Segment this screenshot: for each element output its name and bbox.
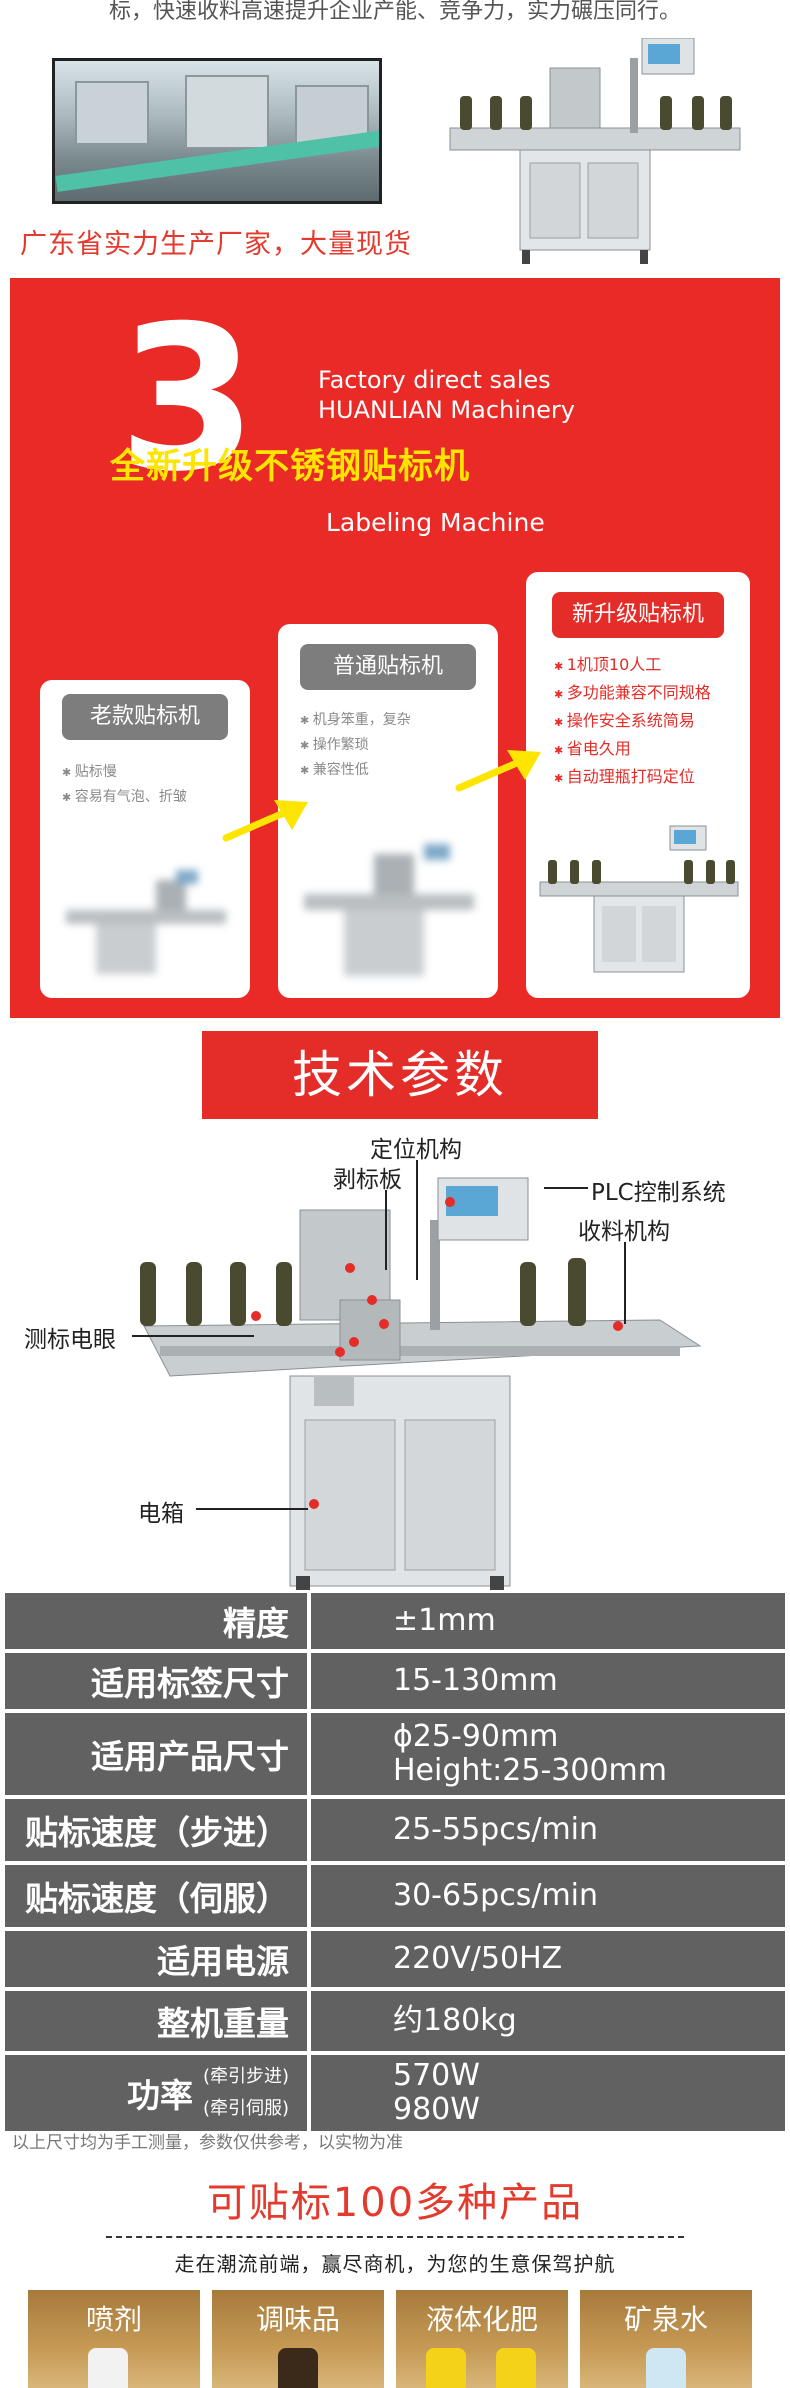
product-mineral-water: 矿泉水	[580, 2290, 752, 2388]
spec-row-label-size: 适用标签尺寸 15-130mm	[5, 1653, 785, 1709]
spec-key: 精度	[223, 1604, 289, 1643]
feature-list: 贴标慢 容易有气泡、折皱	[62, 760, 187, 810]
intro-text: 标，快速收料高速提升企业产能、竞争力，实力碾压同行。	[108, 0, 681, 24]
spec-value: 约180kg	[393, 2003, 517, 2038]
tech-params-title: 技术参数	[202, 1031, 598, 1119]
callout-positioning: 定位机构	[370, 1137, 462, 1163]
feature-item: 兼容性低	[300, 758, 411, 783]
spec-value: 570W 980W	[393, 2058, 480, 2127]
feature-list: 1机顶10人工 多功能兼容不同规格 操作安全系统简易 省电久用 自动理瓶打码定位	[554, 652, 711, 792]
arrow-icon	[455, 750, 541, 792]
feature-list: 机身笨重，复杂 操作繁琐 兼容性低	[300, 708, 411, 783]
normal-machine-image	[304, 844, 474, 976]
factory-slogan: 广东省实力生产厂家，大量现货	[20, 229, 412, 260]
feature-item: 多功能兼容不同规格	[554, 680, 711, 708]
spec-value: 30-65pcs/min	[393, 1878, 599, 1913]
machine-diagram-image	[140, 1177, 702, 1590]
callout-collect: 收料机构	[578, 1219, 670, 1245]
spec-key: 贴标速度（伺服）	[25, 1879, 289, 1918]
spec-row-speed-servo: 贴标速度（伺服） 30-65pcs/min	[5, 1865, 785, 1927]
callout-plc: PLC控制系统	[591, 1180, 726, 1206]
product-spray: 喷剂	[28, 2290, 200, 2388]
product-liquid-fertilizer: 液体化肥	[396, 2290, 568, 2388]
labeling-machine-image	[449, 38, 741, 264]
banner-title: 全新升级不锈钢贴标机	[110, 447, 471, 487]
feature-item: 操作繁琐	[300, 733, 411, 758]
banner-english-text: Factory direct sales HUANLIAN Machinery	[318, 365, 575, 425]
spec-value: 15-130mm	[393, 1663, 558, 1698]
spec-key: 贴标速度（步进）	[25, 1813, 289, 1852]
card-title: 新升级贴标机	[552, 592, 724, 638]
factory-line-photo	[52, 58, 382, 204]
spec-value: ϕ25-90mm Height:25-300mm	[393, 1719, 667, 1788]
new-machine-image	[539, 825, 739, 973]
product-seasoning: 调味品	[212, 2290, 384, 2388]
spec-key: 整机重量	[157, 2004, 289, 2043]
banner-subtitle: Labeling Machine	[326, 508, 545, 537]
spec-row-weight: 整机重量 约180kg	[5, 1991, 785, 2051]
arrow-icon	[222, 800, 308, 842]
new-machine-card: 新升级贴标机 1机顶10人工 多功能兼容不同规格 操作安全系统简易 省电久用 自…	[526, 572, 750, 998]
spec-key: 适用电源	[157, 1942, 289, 1981]
spec-row-power-supply: 适用电源 220V/50HZ	[5, 1931, 785, 1987]
feature-item: 省电久用	[554, 736, 711, 764]
headline: 可贴标100多种产品	[206, 2180, 584, 2226]
card-title: 普通贴标机	[300, 644, 476, 690]
spec-value: 220V/50HZ	[393, 1941, 563, 1976]
spec-row-speed-step: 贴标速度（步进） 25-55pcs/min	[5, 1799, 785, 1861]
factory-direct-sales: Factory direct sales	[318, 366, 551, 394]
spec-row-precision: 精度 ±1mm	[5, 1593, 785, 1649]
spec-value: ±1mm	[393, 1603, 496, 1638]
callout-box: 电箱	[138, 1501, 184, 1527]
measurement-note: 以上尺寸均为手工测量，参数仅供参考，以实物为准	[12, 2133, 403, 2153]
feature-item: 贴标慢	[62, 760, 187, 785]
spec-key: 适用产品尺寸	[91, 1737, 289, 1776]
normal-machine-card: 普通贴标机 机身笨重，复杂 操作繁琐 兼容性低	[278, 624, 498, 998]
spec-key: 适用标签尺寸	[91, 1664, 289, 1703]
feature-item: 操作安全系统简易	[554, 708, 711, 736]
dashed-divider	[106, 2236, 684, 2238]
feature-item: 自动理瓶打码定位	[554, 764, 711, 792]
feature-item: 容易有气泡、折皱	[62, 785, 187, 810]
business-slogan: 走在潮流前端，赢尽商机，为您的生意保驾护航	[174, 2252, 616, 2276]
old-machine-image	[66, 870, 226, 974]
spec-key: 功率 (牵引步进)(牵引伺服)	[126, 2066, 289, 2119]
old-machine-card: 老款贴标机 贴标慢 容易有气泡、折皱	[40, 680, 250, 998]
big-number: 3	[118, 283, 258, 516]
spec-row-product-size: 适用产品尺寸 ϕ25-90mm Height:25-300mm	[5, 1713, 785, 1795]
feature-item: 机身笨重，复杂	[300, 708, 411, 733]
card-title: 老款贴标机	[62, 694, 228, 740]
spec-row-power: 功率 (牵引步进)(牵引伺服) 570W 980W	[5, 2055, 785, 2131]
feature-item: 1机顶10人工	[554, 652, 711, 680]
brand-name: HUANLIAN Machinery	[318, 396, 575, 424]
callout-sensor: 测标电眼	[24, 1327, 116, 1353]
spec-value: 25-55pcs/min	[393, 1812, 599, 1847]
callout-peeling: 剥标板	[333, 1167, 402, 1193]
